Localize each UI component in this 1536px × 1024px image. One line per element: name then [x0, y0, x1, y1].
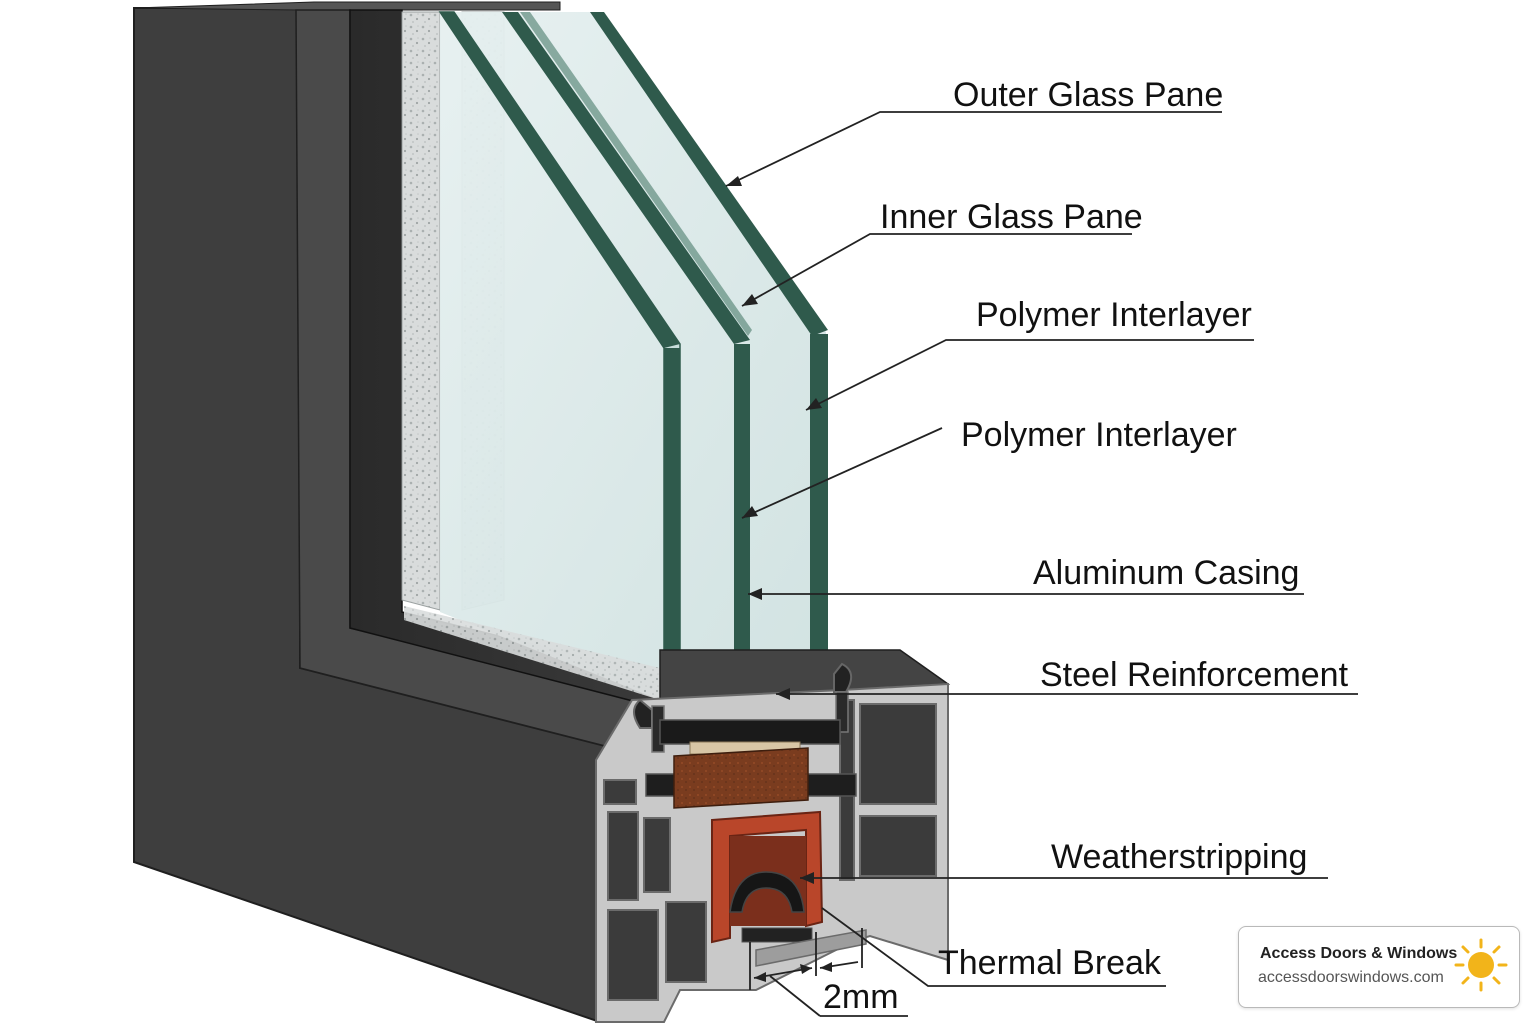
wood-insert: [673, 747, 809, 809]
steel-reinforcement-channel: [711, 810, 824, 944]
glass-unit: [401, 11, 828, 724]
callout-weatherstripping: Weatherstripping: [800, 838, 1328, 884]
label-polymer-interlayer-1: Polymer Interlayer: [976, 296, 1252, 334]
callout-inner-glass-pane: Inner Glass Pane: [741, 198, 1143, 307]
label-inner-glass-pane: Inner Glass Pane: [880, 198, 1143, 236]
spacer-strip-vertical: [401, 11, 441, 611]
frame-profile-section: [595, 649, 951, 1023]
callouts: Outer Glass Pane Inner Glass Pane Polyme…: [725, 76, 1358, 987]
badge-company-name: Access Doors & Windows: [1260, 945, 1458, 962]
sun-icon: [1454, 938, 1508, 992]
pane-middle: [502, 12, 752, 724]
pane-right: [590, 12, 828, 694]
brand-badge: Access Doors & Windows accessdoorswindow…: [1238, 926, 1520, 1008]
badge-website-url: accessdoorswindows.com: [1258, 969, 1444, 986]
weatherstrip-seal: [729, 871, 805, 913]
callout-steel-reinforcement: Steel Reinforcement: [776, 656, 1358, 700]
label-steel-reinforcement: Steel Reinforcement: [1040, 656, 1349, 694]
spacer-strip-bottom: [404, 606, 660, 700]
dimension-label: 2mm: [823, 978, 899, 1016]
label-polymer-interlayer-2: Polymer Interlayer: [961, 416, 1237, 454]
label-weatherstripping: Weatherstripping: [1051, 838, 1307, 876]
glass-area: [440, 12, 826, 700]
frame-top-ledge: [133, 1, 561, 11]
callout-outer-glass-pane: Outer Glass Pane: [725, 76, 1223, 187]
dimension-2mm: 2mm: [749, 928, 908, 1017]
label-outer-glass-pane: Outer Glass Pane: [953, 76, 1223, 114]
label-thermal-break: Thermal Break: [938, 944, 1162, 982]
callout-polymer-interlayer-2: Polymer Interlayer: [741, 416, 1237, 519]
callout-aluminum-casing: Aluminum Casing: [748, 554, 1304, 600]
callout-thermal-break: Thermal Break: [821, 907, 1166, 987]
label-aluminum-casing: Aluminum Casing: [1033, 554, 1299, 592]
callout-polymer-interlayer-1: Polymer Interlayer: [805, 296, 1254, 411]
